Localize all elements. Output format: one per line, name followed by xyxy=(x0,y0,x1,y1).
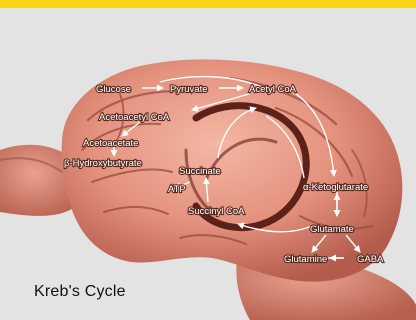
label-atp: ATP xyxy=(168,184,186,195)
label-acetoacetate: Acetoacetate xyxy=(83,138,138,149)
label-glutamate: Glutamate xyxy=(310,224,354,235)
label-succinate: Succinate xyxy=(179,166,221,177)
label-hydroxybutyrate: β-Hydroxybutyrate xyxy=(64,158,142,169)
label-pyruvate: Pyruvate xyxy=(170,84,208,95)
label-glutamine: Glutamine xyxy=(284,254,327,265)
label-gaba: GABA xyxy=(357,254,384,265)
figure-caption: Kreb's Cycle xyxy=(34,283,126,301)
label-acetoacetyl-coa: Acetoacetyl CoA xyxy=(99,112,170,123)
label-succinyl-coa: Succinyl CoA xyxy=(188,206,245,217)
label-acetyl-coa: Acetyl CoA xyxy=(249,84,297,95)
header-band xyxy=(0,0,416,8)
label-ketoglutarate: α-Ketoglutarate xyxy=(303,182,368,193)
label-glucose: Glucose xyxy=(96,84,131,95)
